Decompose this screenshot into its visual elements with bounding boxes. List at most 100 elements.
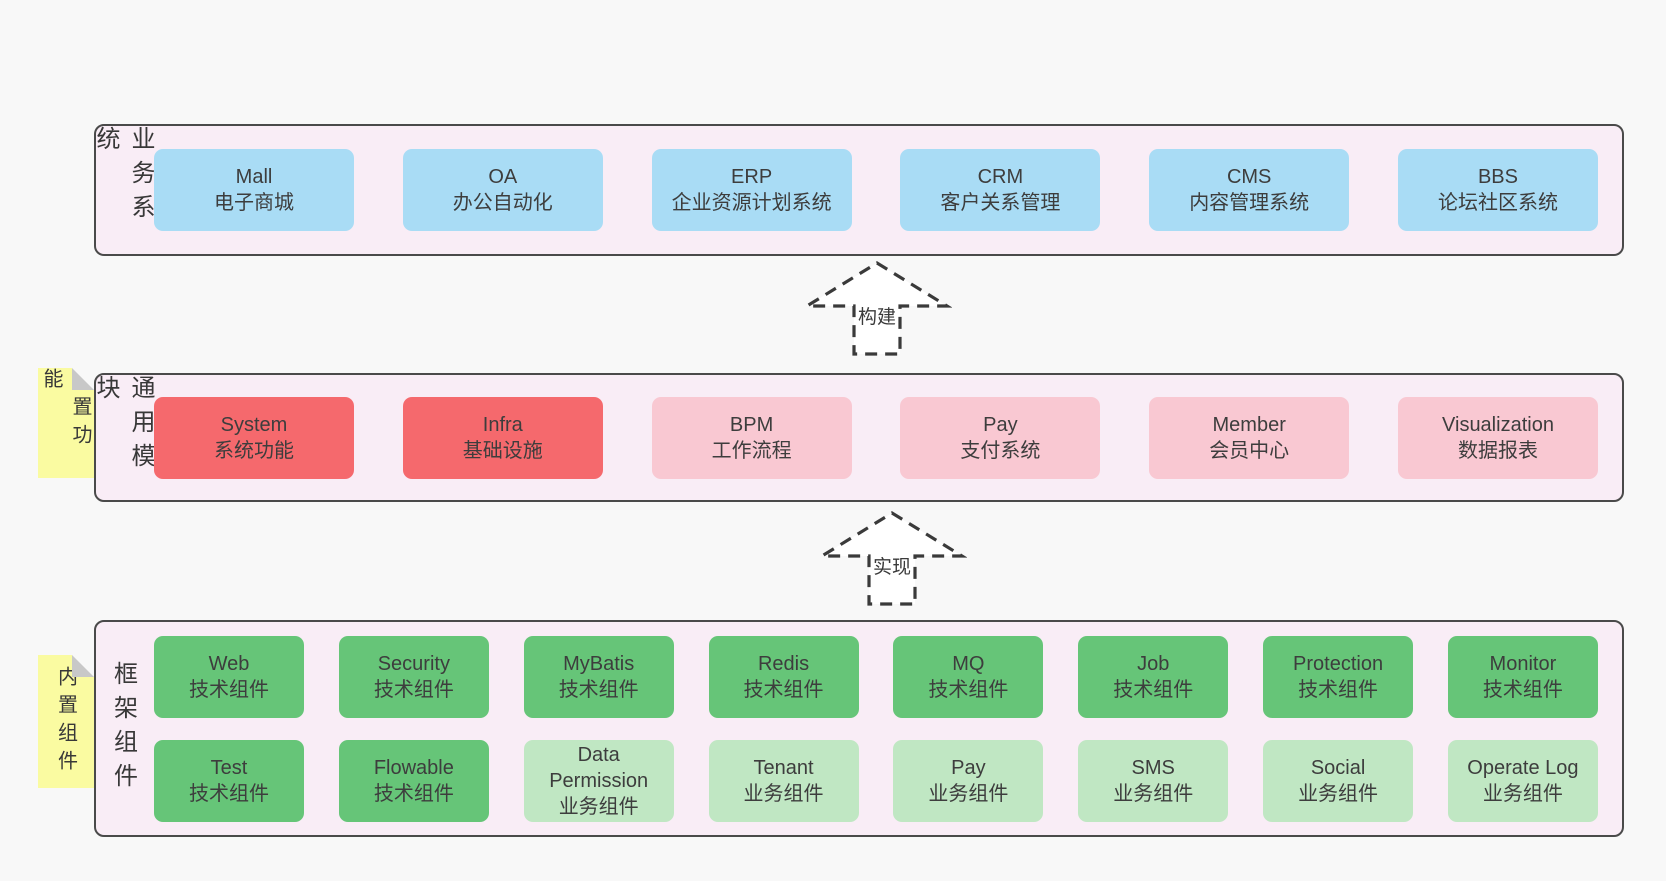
module-name: Monitor [1489,652,1557,675]
module-description: 业务组件 [1113,782,1194,805]
module-name: Job [1137,652,1170,675]
folded-corner [72,655,94,677]
module-description: 基础设施 [462,439,543,462]
module-name: Test [210,756,248,779]
data-permission-box: Data Permission 业务组件 [523,739,674,822]
implement-arrow: 实现 [817,510,967,610]
module-description: 技术组件 [1298,678,1379,701]
module-name: CRM [977,166,1024,188]
module-name: Security [377,652,450,675]
module-name: BPM [729,413,774,436]
sms-box: SMS 业务组件 [1078,739,1229,822]
bbs-box: BBS 论坛社区系统 [1397,149,1598,231]
social-box: Social 业务组件 [1263,739,1414,822]
visualization-box: Visualization 数据报表 [1397,396,1598,479]
build-arrow-label: 构建 [857,307,896,328]
module-name: Flowable [373,756,454,779]
infra-box: Infra 基础设施 [402,396,603,479]
folded-corner [72,368,94,390]
build-arrow: 构建 [802,260,952,360]
module-name: Operate Log [1467,756,1579,779]
module-description: 技术组件 [928,678,1009,701]
module-description: 内容管理系统 [1189,192,1310,214]
module-description: 业务组件 [558,795,639,818]
module-name: Pay [983,413,1018,436]
module-description: 业务组件 [1482,782,1563,805]
module-name: Member [1212,413,1286,436]
biz-components-row: Test 技术组件 Flowable 技术组件 Data Permission 业务组件 T… [154,739,1598,822]
module-name: Web [208,652,250,675]
erp-box: ERP 企业资源计划系统 [651,149,852,231]
module-description: 企业资源计划系统 [671,192,832,214]
module-name: CMS [1226,166,1272,188]
module-description: 业务组件 [928,782,1009,805]
module-description: 技术组件 [373,678,454,701]
system-box: System 系统功能 [154,396,354,479]
module-description: 办公自动化 [452,192,553,214]
module-name: Pay [951,756,986,779]
module-name: Social [1310,756,1366,779]
module-name: Tenant [753,756,814,779]
module-description: 系统功能 [214,439,294,462]
sticky-note-built-in-features: 内置功能 [38,368,94,478]
module-name: Visualization [1442,413,1554,436]
operate-log-box: Operate Log 业务组件 [1447,739,1598,822]
job-box: Job 技术组件 [1078,635,1229,718]
module-name: SMS [1131,756,1175,779]
layer-title: 通用模块 [92,375,154,477]
flowable-box: Flowable 技术组件 [338,739,489,822]
oa-box: OA 办公自动化 [402,149,603,231]
sticky-label: 内置组件 [54,665,77,778]
module-description: 技术组件 [1482,678,1563,701]
module-description: 技术组件 [558,678,639,701]
module-description: 技术组件 [189,782,269,805]
cms-box: CMS 内容管理系统 [1149,149,1350,231]
pay-box: Pay 支付系统 [900,396,1101,479]
implement-arrow-label: 实现 [872,557,911,578]
module-name: OA [488,166,518,188]
module-description: 技术组件 [1113,678,1194,701]
module-name: Mall [235,166,273,188]
layer-title: 业务系统 [92,126,154,228]
module-description: 技术组件 [189,678,269,701]
up-arrow-icon [802,261,952,356]
up-arrow-icon [817,511,967,606]
module-name: System [220,413,288,436]
module-description: 业务组件 [1298,782,1379,805]
module-name: MyBatis [563,652,635,675]
monitor-box: Monitor 技术组件 [1447,635,1598,718]
member-box: Member 会员中心 [1149,396,1350,479]
mybatis-box: MyBatis 技术组件 [523,635,674,718]
module-description: 电子商城 [214,192,294,214]
module-name: MQ [952,652,985,675]
module-description: 会员中心 [1209,439,1290,462]
pay-box: Pay 业务组件 [893,739,1044,822]
module-description: 支付系统 [960,439,1041,462]
protection-box: Protection 技术组件 [1263,635,1414,718]
module-name: Protection [1293,652,1384,675]
module-description: 数据报表 [1457,439,1538,462]
sticky-note-built-in-components: 内置组件 [38,655,94,788]
mall-box: Mall 电子商城 [154,149,354,231]
module-name: Infra [482,413,523,436]
module-name: ERP [731,166,773,188]
module-description: 技术组件 [373,782,454,805]
module-name: Data Permission [549,743,649,792]
module-description: 论坛社区系统 [1437,192,1558,214]
module-description: 技术组件 [743,678,824,701]
mq-box: MQ 技术组件 [893,635,1044,718]
test-box: Test 技术组件 [154,739,304,822]
web-box: Web 技术组件 [154,635,304,718]
module-name: BBS [1477,166,1518,188]
